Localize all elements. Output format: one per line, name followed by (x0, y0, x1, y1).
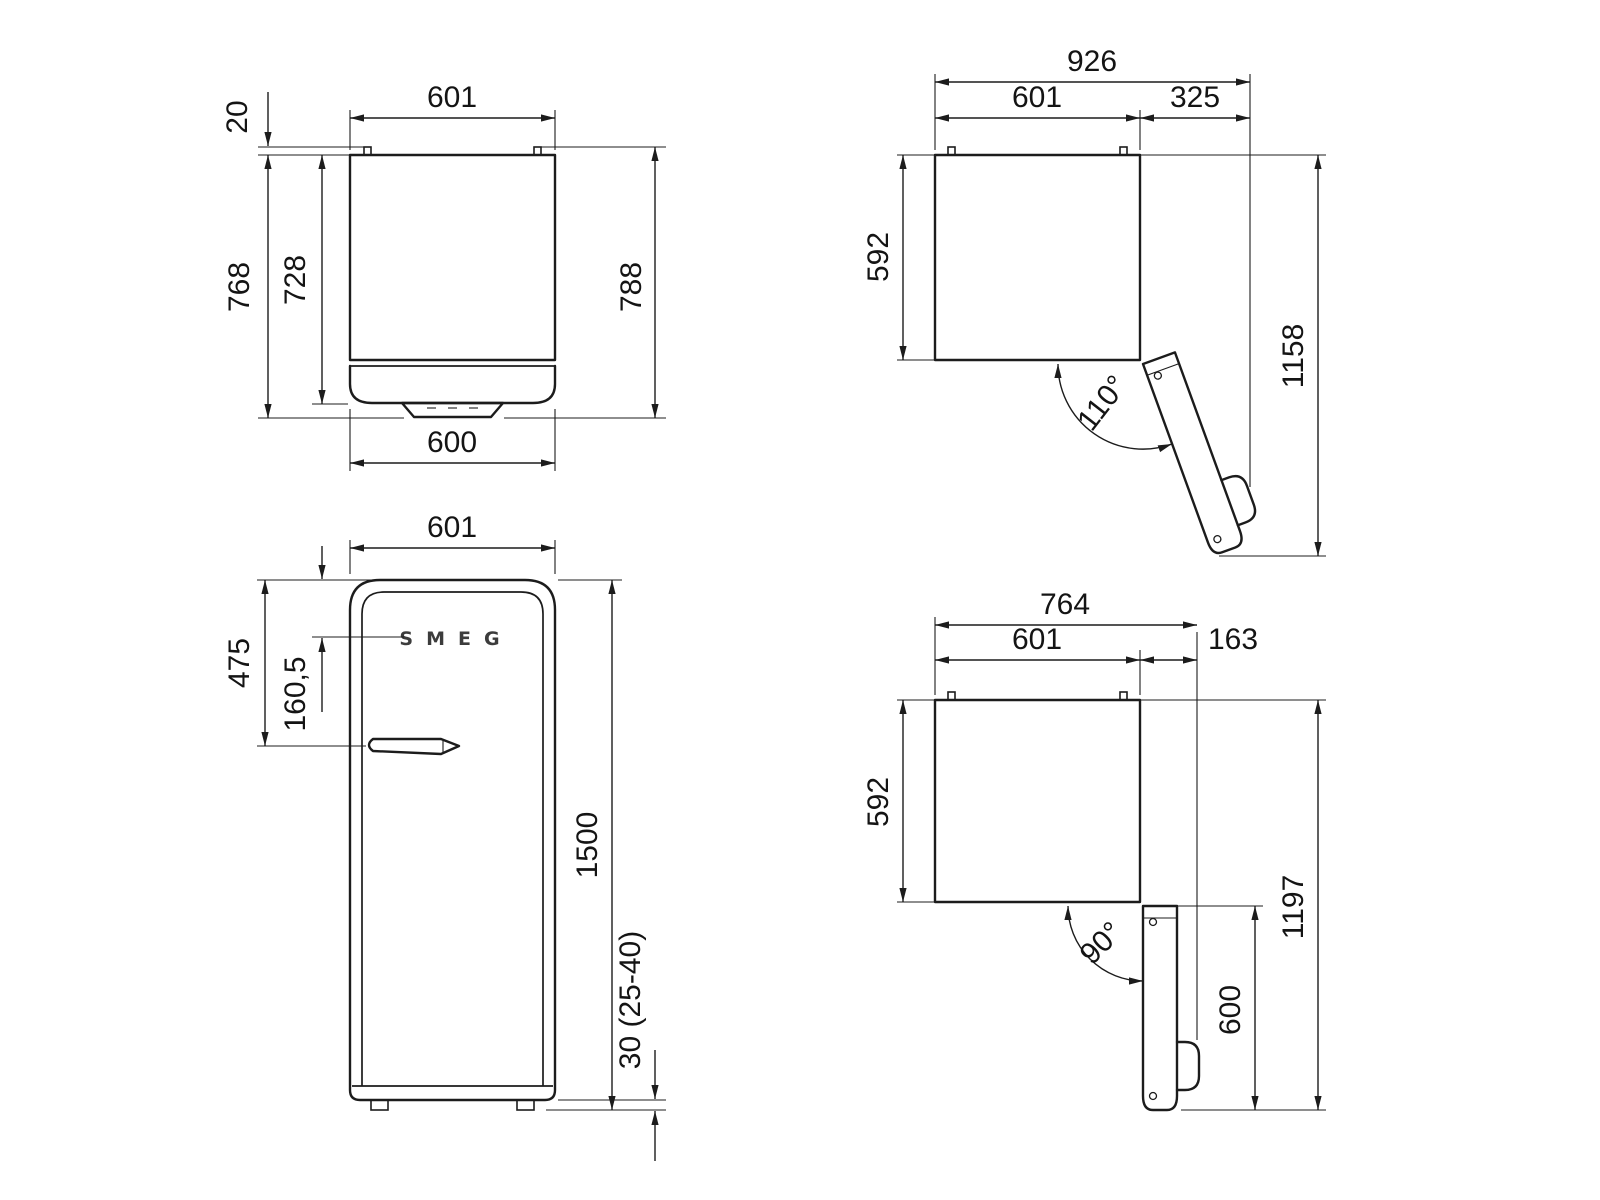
dim-width-top: 601 (427, 81, 477, 114)
extension-lines-110 (897, 74, 1326, 557)
dim-feet-height: 30 (25-40) (614, 931, 647, 1069)
dimension-lines-front (261, 544, 659, 1161)
hinge-mark-right (533, 146, 542, 156)
hinge-mark-left (363, 146, 372, 156)
dim-overall-depth-90: 1197 (1277, 875, 1310, 940)
hinge-pin (1148, 917, 1158, 927)
swing-arc-110 (1054, 363, 1173, 453)
door-top-outline (348, 364, 557, 405)
dim-hinge-offset: 20 (221, 100, 254, 133)
dim-depth-body: 728 (279, 255, 312, 305)
dim-body-depth-110: 592 (862, 232, 895, 282)
hinge-mark-left-90 (947, 691, 956, 701)
extension-lines-90 (897, 617, 1326, 1111)
dim-door-width: 600 (427, 426, 477, 459)
hinge-mark-right-90 (1119, 691, 1128, 701)
dim-body-width-90: 601 (1012, 623, 1062, 656)
dim-depth-with-door: 768 (223, 262, 256, 312)
cabinet-top-outline-110 (933, 153, 1142, 362)
foot-right (516, 1099, 535, 1111)
dim-overall-width-110: 926 (1067, 45, 1117, 78)
fridge-front-outline (348, 578, 557, 1102)
cabinet-top-outline-90 (933, 698, 1142, 904)
dim-handle-from-top: 475 (223, 638, 256, 688)
angle-label-90: 90° (1074, 916, 1129, 971)
dim-door-projection-90: 163 (1208, 623, 1258, 656)
door-hinge-edge-line (1146, 363, 1180, 376)
view-top-closed: 601 20 768 728 788 600 (221, 81, 666, 471)
view-top-open-110: 926 601 325 592 1158 110° (862, 45, 1326, 557)
door-front-edge (361, 591, 544, 1086)
door-handle-110 (1220, 474, 1257, 527)
dimension-lines-110 (899, 78, 1322, 556)
open-door-110 (1141, 351, 1257, 555)
brand-logo: SMEG (399, 628, 512, 650)
dimension-lines-closed (264, 92, 659, 467)
dim-door-length-90: 600 (1214, 985, 1247, 1035)
dim-overall-width-90: 764 (1040, 588, 1090, 621)
view-front: SMEG 601 475 160,5 1500 30 (25-40) (223, 511, 666, 1161)
angle-label-110: 110° (1071, 369, 1134, 436)
dim-door-projection-110: 325 (1170, 81, 1220, 114)
hinge-pin (1148, 1091, 1158, 1101)
view-top-open-90: 764 601 163 592 1197 600 90° (862, 588, 1326, 1112)
door-panel-110 (1141, 351, 1243, 555)
foot-left (370, 1099, 389, 1111)
hinge-mark-left-110 (947, 146, 956, 156)
dim-body-width-110: 601 (1012, 81, 1062, 114)
swing-arc-90 (1064, 905, 1144, 985)
cabinet-top-outline (348, 153, 557, 362)
extension-lines-front (257, 540, 666, 1111)
open-door-90 (1141, 904, 1201, 1112)
dim-logo-from-top: 160,5 (279, 656, 312, 731)
door-panel-90 (1141, 904, 1179, 1112)
dim-body-depth-90: 592 (862, 777, 895, 827)
extension-lines-closed (258, 110, 666, 471)
dim-depth-total: 788 (615, 262, 648, 312)
hinge-pin (1213, 534, 1222, 544)
hinge-mark-right-110 (1119, 146, 1128, 156)
door-handle-90 (1175, 1040, 1201, 1092)
dim-overall-depth-110: 1158 (1277, 324, 1310, 389)
door-handle-front (367, 737, 461, 756)
door-handle-top (400, 401, 505, 419)
dim-front-width: 601 (427, 511, 477, 544)
dim-front-height: 1500 (571, 812, 604, 879)
dimension-lines-90 (899, 621, 1322, 1110)
